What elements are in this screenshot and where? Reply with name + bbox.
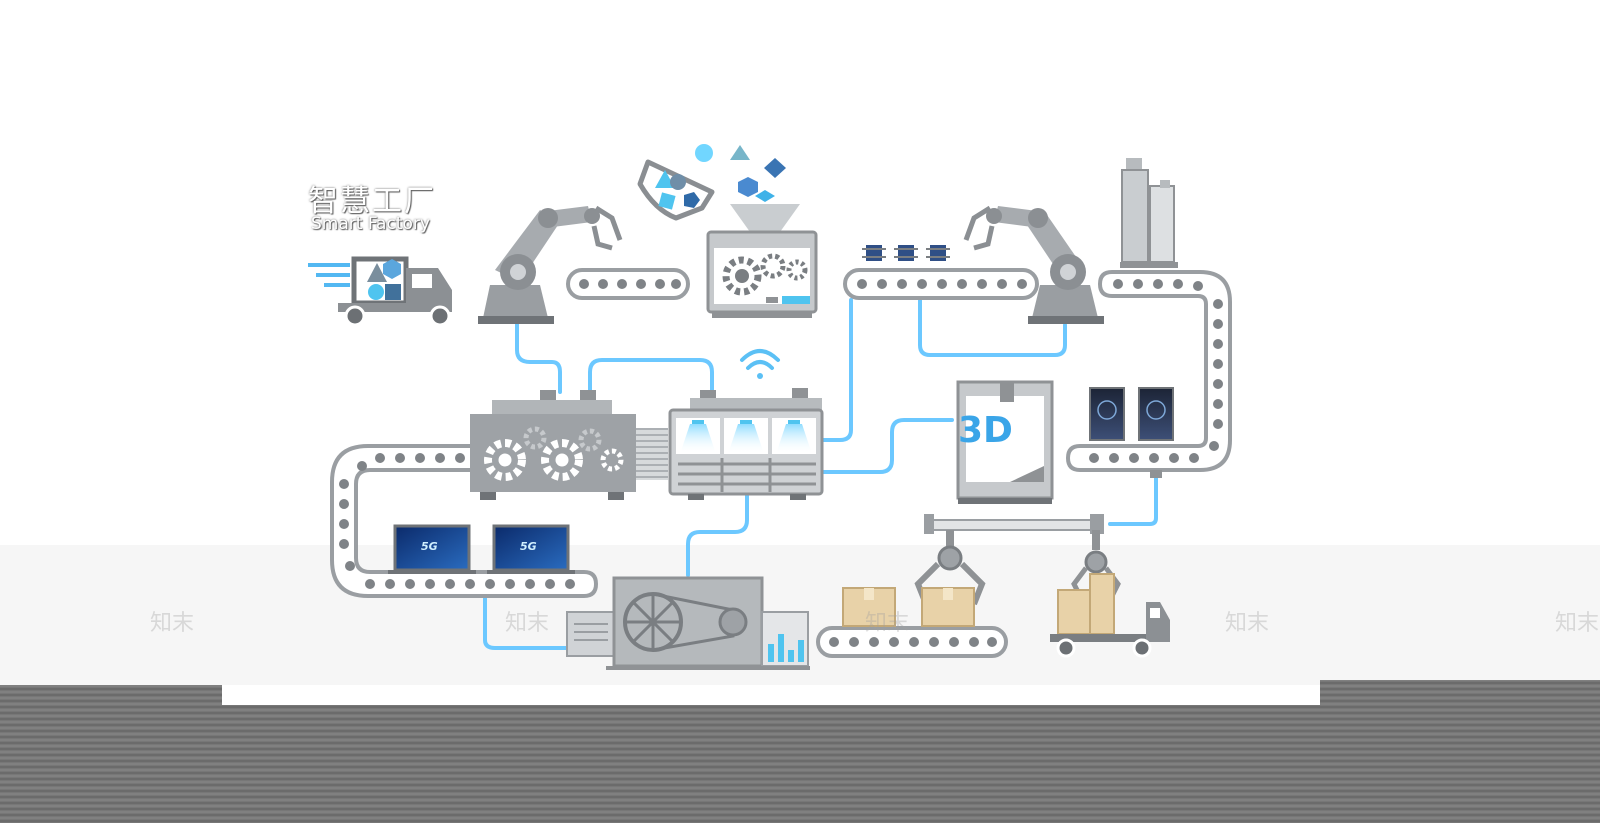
laptop-conveyor [330, 444, 599, 598]
display-panel-icon [1089, 387, 1174, 441]
robot-arm-icon [963, 205, 1104, 324]
chip-conveyor [843, 245, 1039, 300]
parcel-box-icon [842, 587, 975, 627]
watermark: 知末 [865, 611, 910, 636]
watermark: 知末 [505, 611, 550, 636]
title-chinese: 智慧工厂 [308, 184, 436, 219]
flywheel-machine [566, 576, 810, 670]
truck-icon [308, 256, 452, 327]
truck-icon [1050, 573, 1170, 658]
robot-arm-icon [478, 205, 623, 324]
title-english: Smart Factory [311, 214, 430, 234]
chip-icon [862, 245, 950, 261]
hopper-gear-machine [706, 204, 818, 318]
box-conveyor [816, 587, 1008, 658]
laptop-icon [388, 524, 575, 574]
data-cables [483, 298, 1158, 650]
3d-printer-label: 3D [958, 410, 1013, 451]
laptop-5g-label: 5G [520, 540, 537, 553]
watermark: 知末 [1225, 611, 1270, 636]
gear-icon [484, 426, 624, 481]
gear-icon [722, 253, 808, 296]
3d-printer-icon [956, 380, 1054, 504]
watermark: 知末 [1555, 611, 1600, 636]
laptop-5g-label: 5G [421, 540, 438, 553]
silo-icon [1120, 158, 1178, 268]
gear-machine [470, 390, 668, 500]
parts-bucket-icon [637, 144, 786, 221]
conveyor-belt [566, 268, 690, 300]
floor [0, 545, 1600, 823]
vertical-conveyor [1065, 270, 1232, 478]
wifi-icon [740, 349, 780, 379]
uv-machine [668, 388, 824, 500]
watermark: 知末 [150, 611, 195, 636]
